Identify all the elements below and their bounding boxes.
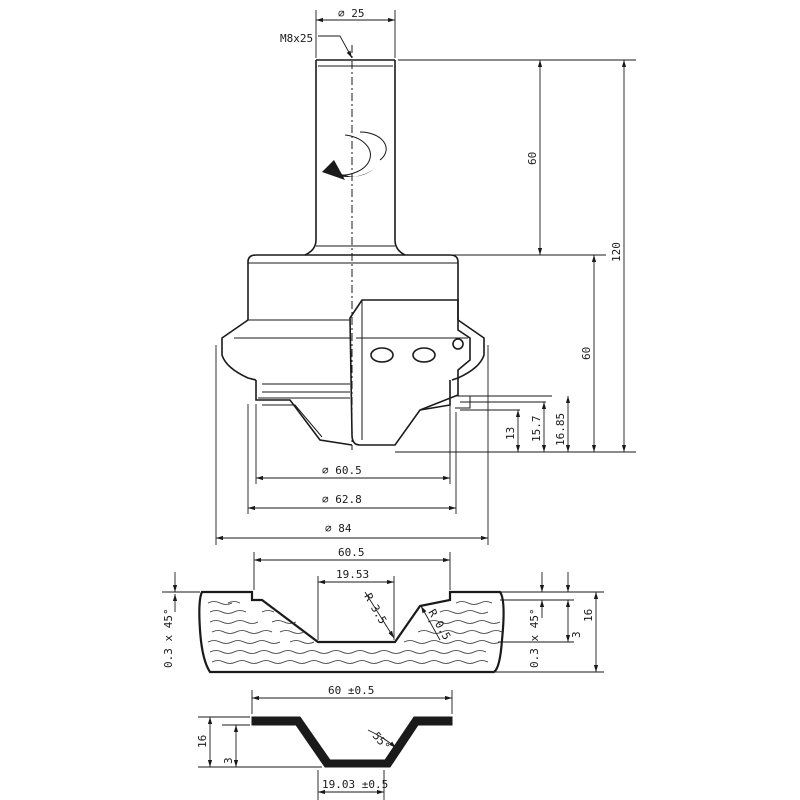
dim-profile-angle-55: 55°	[370, 730, 393, 754]
profile-inner	[262, 404, 323, 438]
dim-thread: M8x25	[280, 32, 313, 45]
dim-profile-height-3: 3	[222, 757, 235, 764]
dim-profile-height-16: 16	[196, 735, 209, 748]
dim-shank-diameter: ⌀ 25	[338, 7, 365, 20]
profile-view	[251, 716, 453, 768]
profile-right	[419, 380, 451, 411]
profile-strip	[251, 716, 453, 768]
dim-section-width-19-53: 19.53	[336, 568, 369, 581]
dim-chamfer-left: 0.3 x 45°	[162, 608, 175, 668]
dim-radius-3-5: R 3.5	[361, 591, 389, 626]
dim-body-length: 60	[580, 347, 593, 360]
profile-dimensions: 60 ±0.5 55° 16 3 19.03 ±0.5	[196, 684, 453, 800]
dim-chamfer-right: 0.3 x 45°	[528, 608, 541, 668]
body-top	[247, 254, 459, 320]
dim-height-16-85: 16.85	[554, 413, 567, 446]
step-lines	[258, 383, 350, 399]
section-outline	[198, 590, 505, 674]
profile-left	[255, 380, 353, 446]
dim-radius-0-5: R 0.5	[425, 607, 453, 642]
screw-hole-left	[370, 347, 394, 363]
blade-insert	[349, 299, 471, 446]
dim-section-height-3: 3	[570, 631, 583, 638]
dim-diameter-84: ⌀ 84	[325, 522, 352, 535]
dim-profile-width-19-03: 19.03 ±0.5	[322, 778, 388, 791]
section-view	[198, 590, 505, 674]
dim-section-width-60-5: 60.5	[338, 546, 365, 559]
dim-profile-width-60: 60 ±0.5	[328, 684, 374, 697]
top-view-dimensions: ⌀ 25 M8x25 60 120 60 13 15.7 16.85 ⌀ 60.…	[215, 7, 636, 545]
screw-hole-right	[412, 347, 436, 363]
dim-height-15-7: 15.7	[530, 416, 543, 443]
dim-total-length: 120	[610, 242, 623, 262]
pin-icon	[452, 338, 464, 350]
rotation-arrow-icon	[322, 131, 387, 180]
dim-section-height-16: 16	[582, 609, 595, 622]
flange-right	[451, 319, 485, 381]
dim-height-13: 13	[504, 427, 517, 440]
dim-shank-length: 60	[526, 152, 539, 165]
section-hatch	[207, 601, 503, 664]
dim-diameter-62-8: ⌀ 62.8	[322, 493, 362, 506]
dim-diameter-60-5: ⌀ 60.5	[322, 464, 362, 477]
flange-left	[221, 319, 257, 381]
cutter-view	[221, 45, 485, 450]
shank-outline	[304, 60, 406, 256]
